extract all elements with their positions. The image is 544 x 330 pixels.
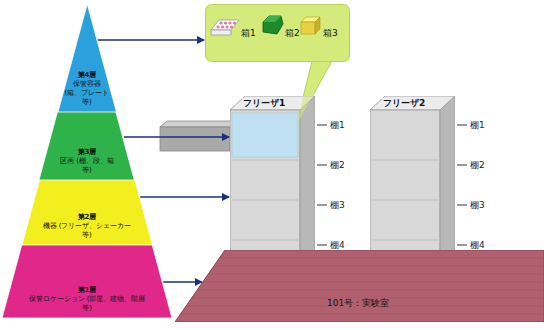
tube-dot (221, 25, 224, 28)
green-box-top (263, 16, 281, 22)
freezer-front (370, 110, 440, 270)
drawer-top (160, 121, 236, 127)
arrow-connector (140, 196, 229, 198)
pyramid-band (39, 112, 134, 180)
tube-dot (230, 25, 233, 28)
floor-grid (219, 258, 544, 259)
callout-bg (206, 5, 350, 62)
layer-text: 第3層区画 (棚、段、箱 等) (55, 148, 119, 175)
floor-slab (175, 250, 544, 322)
layer-heading: 第2層 (39, 213, 135, 222)
rack-icon (211, 20, 239, 30)
layer-heading: 第3層 (55, 148, 119, 157)
floor-grid (197, 290, 544, 291)
layer-body: 保管ロケーション (部屋、建物、階層 等) (25, 295, 149, 313)
layer-heading: 第1層 (25, 286, 149, 295)
shelf-label: 棚2 (330, 160, 345, 170)
box-label: 箱1 (241, 28, 256, 38)
layer-body: 保管容器 (箱、プレート等) (64, 80, 110, 107)
shelf-line (232, 160, 298, 161)
tube-dot (233, 21, 236, 24)
callout-box: 箱1 箱2 箱3 (205, 4, 350, 62)
tube-dot (224, 21, 227, 24)
arrow-connector (124, 136, 229, 138)
room-floor: 101号：実験室 (175, 250, 544, 322)
freezer-label: フリーザ1 (242, 98, 286, 108)
callout-tail (296, 96, 315, 126)
shelf-tick (457, 125, 467, 126)
freezer-label: フリーザ2 (382, 98, 426, 108)
freezer-side (440, 96, 455, 270)
shelf-label: 棚4 (330, 240, 345, 250)
shelf-label: 棚4 (470, 240, 485, 250)
shelf-label: 棚2 (470, 160, 485, 170)
layer-text: 第4層保管容器 (箱、プレート等) (64, 71, 110, 107)
shelf-tick (457, 165, 467, 166)
shelf-line (232, 240, 298, 241)
shelf-line (232, 200, 298, 201)
pyramid-layer: 第2層機器 (フリーザ、シェーカー等) (22, 180, 152, 245)
node-shape (370, 96, 455, 270)
box-label: 箱3 (323, 28, 338, 38)
node-shape (230, 96, 315, 270)
freezer-side (300, 96, 315, 270)
layer-text: 第2層機器 (フリーザ、シェーカー等) (39, 213, 135, 240)
box-label: 箱2 (285, 28, 300, 38)
shelf-label: 棚3 (330, 200, 345, 210)
tube-dot (228, 21, 231, 24)
layer-heading: 第4層 (64, 71, 110, 80)
shelf-label: 棚1 (330, 120, 345, 130)
shelf-label: 棚3 (470, 200, 485, 210)
floor-grid (203, 282, 544, 283)
shelf-line (372, 240, 438, 241)
freezer-front (230, 110, 300, 270)
room-label: 101号：実験室 (325, 298, 391, 309)
pyramid-band (2, 245, 172, 318)
yellow-box-side (315, 17, 320, 34)
pyramid-layer: 第3層区画 (棚、段、箱 等) (39, 112, 134, 180)
shelf-tick (317, 125, 327, 126)
tube-dot (219, 21, 222, 24)
pyramid-layer: 第1層保管ロケーション (部屋、建物、階層 等) (2, 245, 172, 318)
arrow-connector (163, 281, 202, 283)
highlighted-shelf (232, 113, 298, 157)
pyramid-layer: 第4層保管容器 (箱、プレート等) (58, 4, 116, 112)
shelf-line (372, 160, 438, 161)
floor-grid (214, 266, 544, 267)
yellow-box-icon (301, 22, 315, 34)
shelf-tick (317, 245, 327, 246)
shelf-line (372, 200, 438, 201)
tube-dot (225, 25, 228, 28)
pyramid-band (58, 4, 116, 112)
arrow-connector (98, 39, 204, 41)
layer-text: 第1層保管ロケーション (部屋、建物、階層 等) (25, 286, 149, 313)
freezer-box: フリーザ1 (230, 96, 315, 270)
rack-icon (211, 30, 231, 35)
layer-body: 機器 (フリーザ、シェーカー等) (39, 222, 135, 240)
shelf-tick (457, 245, 467, 246)
shelf-tick (317, 205, 327, 206)
shelf-tick (317, 165, 327, 166)
floor-grid (181, 314, 544, 315)
freezer-box: フリーザ2 (370, 96, 455, 270)
tube-dot (216, 25, 219, 28)
floor-grid (208, 274, 544, 275)
node-shape (175, 250, 544, 322)
layer-body: 区画 (棚、段、箱 等) (55, 157, 119, 175)
green-box-icon (263, 16, 283, 34)
drawer-front (160, 127, 230, 151)
shelf-tick (457, 205, 467, 206)
shelf-label: 棚1 (470, 120, 485, 130)
pyramid-band (22, 180, 152, 245)
